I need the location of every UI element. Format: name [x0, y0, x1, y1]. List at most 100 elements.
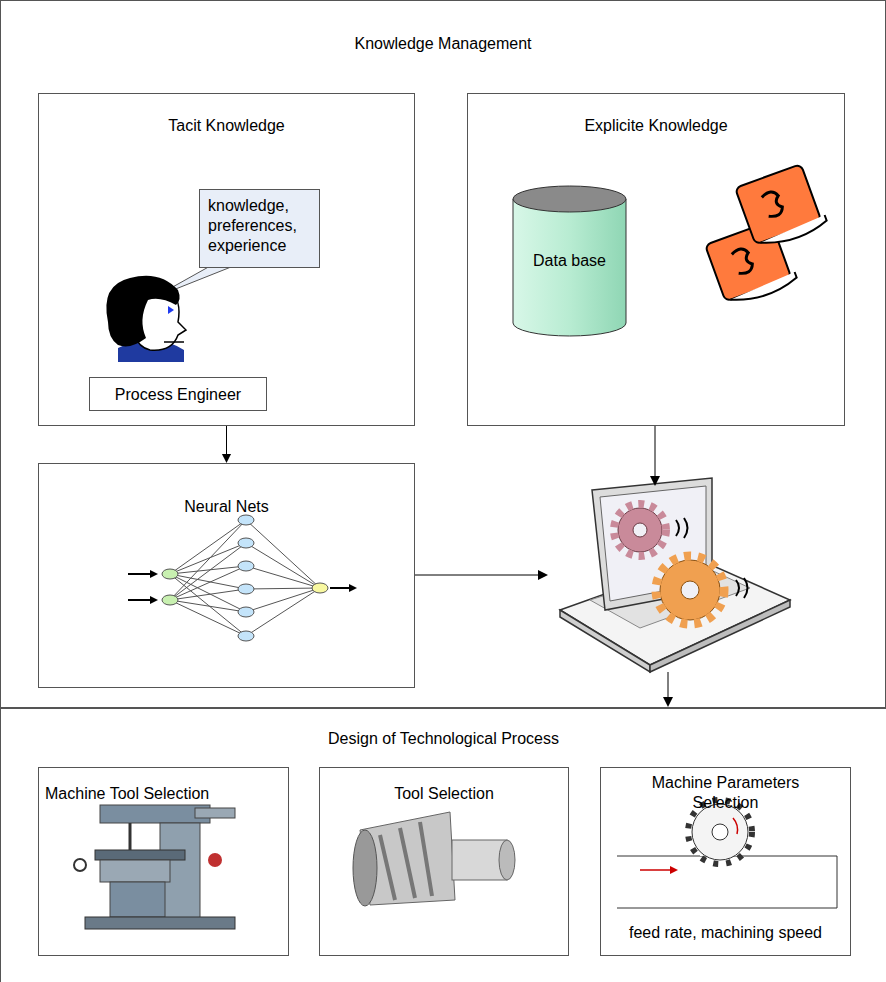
laptop-icon-part: [633, 523, 647, 537]
neural-net-icon-part: [170, 543, 246, 574]
neural-net-icon-part: [162, 569, 178, 579]
speech-callout: knowledge, preferences, experience: [199, 189, 320, 268]
milling-sketch-part: [670, 866, 678, 874]
milling-machine-icon-part: [110, 882, 165, 917]
milling-sketch-part: [692, 804, 748, 860]
engineer-figure: [106, 276, 186, 362]
laptop-icon-part: [618, 508, 662, 552]
node-heading: Explicite Knowledge: [472, 116, 840, 136]
milling-machine-icon-part: [74, 859, 86, 871]
machine-tool-box: Machine Tool Selection: [38, 767, 289, 956]
neural-net-icon-part: [312, 583, 328, 593]
neural-net-icon-part: [170, 589, 246, 600]
neural-net-icon-part: [170, 566, 246, 600]
milling-machine-icon-part: [85, 917, 235, 929]
cylinder-top: [513, 186, 626, 212]
books-icon-part-part: [761, 190, 784, 218]
books-icon-part-part: [731, 247, 754, 275]
node-heading: Data base: [516, 251, 623, 271]
flow-arrow-part: [226, 426, 227, 455]
neural-net-icon-part: [150, 570, 158, 578]
knowledge-management-band: Knowledge ManagementTacit Knowledge knowl…: [0, 0, 886, 708]
neural-net-icon-part: [150, 596, 158, 604]
milling-machine-icon-part: [195, 808, 235, 818]
neural-net-icon-part: [170, 600, 246, 636]
machine-parameters-box: Machine Parameters Selectionfeed rate, m…: [600, 767, 851, 956]
node-heading: Design of Technological Process: [5, 729, 882, 749]
neural-net-icon-part: [246, 543, 320, 588]
design-process-band: Design of Technological ProcessMachine T…: [0, 708, 886, 982]
milling-machine-icon-part: [100, 805, 210, 823]
engineer-figure-part: [106, 276, 179, 347]
milling-machine-icon-part: [129, 823, 132, 850]
flow-arrow-part: [414, 575, 540, 576]
milling-machine-icon-part: [100, 860, 170, 882]
neural-net-icon-part: [238, 584, 254, 594]
neural-net-icon: [128, 515, 357, 641]
books-icon-part-part: [759, 215, 829, 250]
flow-arrow: [222, 426, 231, 463]
node-heading: Knowledge Management: [5, 34, 881, 54]
milling-machine-icon: [74, 805, 235, 929]
neural-net-icon-part: [238, 538, 254, 548]
neural-net-icon-part: [128, 573, 152, 575]
neural-net-icon-part: [170, 600, 246, 612]
engineer-figure-part: [164, 341, 184, 343]
engineer-figure-part: [168, 306, 174, 314]
laptop-icon-part: [614, 504, 666, 556]
milling-sketch-part: [640, 869, 672, 871]
neural-net-icon-part: [238, 515, 254, 525]
neural-net-icon-part: [238, 631, 254, 641]
neural-net-icon-part: [238, 607, 254, 617]
flow-arrow-part: [222, 454, 231, 463]
neural-net-icon-part: [170, 543, 246, 600]
cutting-tool-icon-part: [380, 822, 432, 900]
cutting-tool-icon-part: [353, 830, 377, 906]
neural-net-icon-part: [170, 574, 246, 612]
node-heading: Tacit Knowledge: [43, 116, 410, 136]
neural-net-icon-part: [246, 588, 320, 636]
neural-net-icon-part: [238, 561, 254, 571]
flow-arrow-part: [650, 476, 660, 486]
neural-net-icon-part: [246, 520, 320, 588]
neural-net-icon-part: [162, 595, 178, 605]
books-icon: [705, 162, 829, 309]
flow-arrow-part: [655, 425, 656, 478]
neural-net-icon-part: [246, 588, 320, 589]
neural-net-icon-part: [170, 520, 246, 600]
milling-sketch-part: [712, 824, 728, 840]
node-heading: Neural Nets: [43, 497, 410, 517]
neural-net-icon-part: [330, 587, 350, 589]
milling-machine-icon-part: [208, 853, 222, 867]
laptop-icon-part: [676, 518, 688, 538]
laptop-icon: [560, 478, 790, 672]
books-icon-part-part: [729, 272, 799, 307]
milling-sketch-part: [733, 818, 737, 834]
tacit-knowledge-box: Tacit Knowledge knowledge, preferences, e…: [38, 93, 415, 426]
role-label-box: Process Engineer: [89, 377, 267, 411]
flow-arrow-part: [668, 672, 669, 698]
cutting-tool-icon-part: [499, 840, 515, 880]
flow-arrow-part: [538, 570, 548, 580]
milling-sketch: [617, 800, 837, 908]
neural-net-icon-part: [170, 566, 246, 574]
laptop-icon-part: [592, 478, 712, 610]
flow-arrow: [414, 425, 673, 707]
neural-net-icon-part: [246, 566, 320, 588]
node-heading: Process Engineer: [94, 385, 262, 405]
database-cylinder: Data base: [512, 185, 627, 337]
neural-net-icon-part: [170, 520, 246, 574]
laptop-icon-part: [681, 581, 699, 599]
node-heading: knowledge, preferences, experience: [208, 196, 313, 256]
cylinder-body: [513, 199, 626, 336]
neural-net-icon-part: [349, 584, 357, 592]
node-heading: Machine Tool Selection: [45, 784, 284, 804]
books-icon-part: [735, 162, 829, 252]
neural-nets-box: Neural Nets: [38, 463, 415, 688]
node-heading: Tool Selection: [324, 784, 564, 804]
flow-arrow-part: [663, 697, 673, 707]
node-heading: Machine Parameters Selection: [641, 773, 811, 813]
neural-net-icon-part: [246, 588, 320, 612]
